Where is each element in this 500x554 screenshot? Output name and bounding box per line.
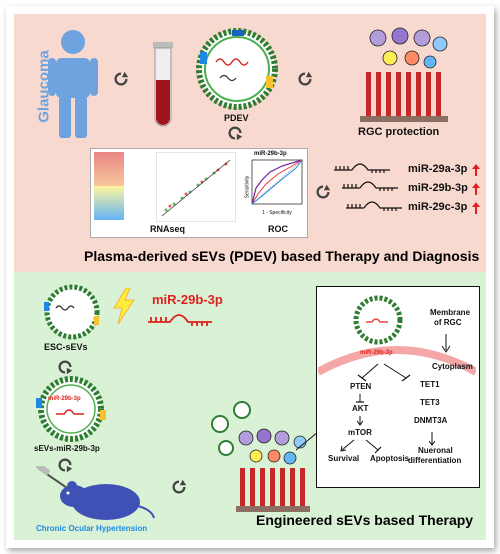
apoptosis-label: Apoptosis [370, 454, 410, 463]
inset-mir-label: miR-29b-3p [360, 350, 393, 356]
vesicle-icon [44, 284, 100, 340]
mir-29b-label: miR-29b-3p [152, 292, 223, 307]
roc-curve-icon [251, 159, 303, 205]
scatter-plot-icon [156, 152, 236, 222]
arrow-down-icon [58, 360, 73, 375]
arrow-right-icon [114, 71, 129, 86]
neuronal-label: Nueronal [418, 446, 453, 455]
vesicle-icon [36, 376, 106, 442]
pathway-diagram [318, 295, 476, 454]
membrane-label: of RGC [434, 318, 462, 327]
glaucoma-label: Glaucoma [35, 50, 53, 123]
mouse-icon [36, 466, 155, 520]
mtor-label: mTOR [348, 428, 372, 437]
cytoplasm-label: Cytoplasm [432, 362, 473, 371]
retina-cells-icon [360, 27, 448, 122]
person-icon [48, 30, 98, 138]
mirna-hairpin-icon [148, 314, 212, 326]
mirna-hairpin-icon [342, 181, 398, 191]
up-arrow-icon [472, 164, 480, 176]
mirna-label: miR-29a-3p [408, 163, 468, 175]
tet3-label: TET3 [420, 398, 440, 407]
arrow-right-icon [172, 479, 187, 494]
akt-label: AKT [352, 404, 369, 413]
mirna-hairpin-icon [334, 163, 390, 173]
lightning-icon [113, 288, 135, 324]
pdev-label: PDEV [224, 113, 249, 123]
arrow-right-icon [298, 71, 313, 86]
arrow-down-icon [228, 126, 243, 141]
heatmap-icon [94, 152, 136, 220]
mirna-label: miR-29c-3p [408, 201, 468, 213]
top-caption: Plasma-derived sEVs (PDEV) based Therapy… [84, 248, 480, 264]
dnmt3a-label: DNMT3A [414, 416, 448, 425]
rgc-protection-label: RGC protection [358, 126, 440, 138]
roc-xlabel: 1 - Specificity [262, 210, 292, 216]
sevs-mir-label: sEVs-miR-29b-3p [34, 444, 100, 453]
roc-label: ROC [268, 224, 288, 234]
roc-title: miR-29b-3p [254, 151, 287, 157]
tet1-label: TET1 [420, 380, 440, 389]
mirna-hairpin-icon [346, 201, 402, 211]
roc-ylabel: Sensitivity [244, 175, 251, 199]
coh-label: Chronic Ocular Hypertension [36, 524, 148, 533]
membrane-label: Membrane [430, 308, 471, 317]
survival-label: Survival [328, 454, 360, 463]
mirna-label: miR-29b-3p [408, 182, 468, 194]
up-arrow-icon [472, 183, 480, 195]
pten-label: PTEN [350, 382, 372, 391]
esc-sevs-label: ESC-sEVs [44, 342, 88, 352]
vesicle-inner-label: miR-29b-3p [48, 396, 81, 402]
arrow-right-icon [316, 184, 331, 199]
vesicle-icon [196, 28, 278, 110]
retina-cells-icon [211, 401, 310, 512]
rnaseq-label: RNAseq [150, 224, 186, 234]
arrow-down-icon [58, 458, 73, 473]
up-arrow-icon [472, 202, 480, 214]
blood-tube-icon [153, 42, 173, 127]
bottom-caption: Engineered sEVs based Therapy [256, 512, 474, 528]
zoom-line [296, 431, 319, 451]
neuronal-label: differentiation [408, 456, 462, 465]
